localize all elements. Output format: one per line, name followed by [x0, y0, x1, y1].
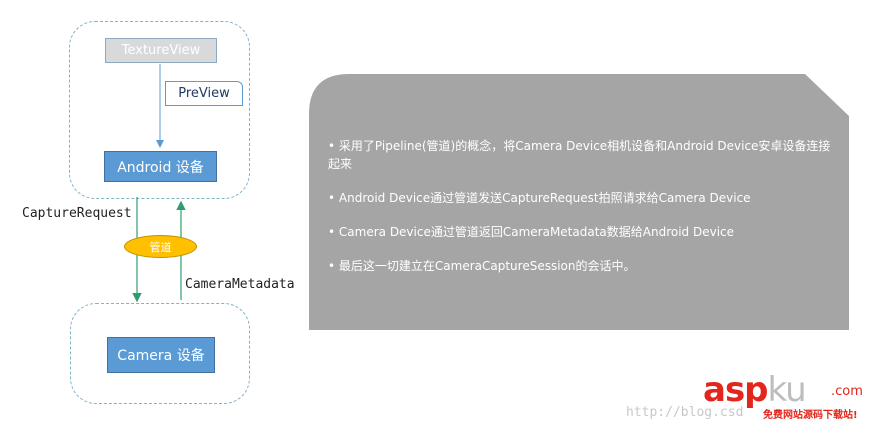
watermark-text: http://blog.csd [626, 405, 744, 420]
camera-frame [70, 303, 250, 404]
android-device-node: Android 设备 [104, 151, 217, 182]
android-frame [69, 21, 250, 199]
logo-com-text: .com [831, 384, 863, 399]
info-item: 采用了Pipeline(管道)的概念，将Camera Device相机设备和An… [328, 137, 833, 173]
logo-ku-text: ku [767, 370, 807, 410]
info-item: Camera Device通过管道返回CameraMetadata数据给Andr… [328, 223, 833, 241]
pipe-ellipse: 管道 [124, 235, 197, 258]
info-item: 最后这一切建立在CameraCaptureSession的会话中。 [328, 257, 833, 275]
texture-view-node: TextureView [105, 38, 217, 63]
logo-asp-text: asp [703, 370, 769, 410]
info-item: Android Device通过管道发送CaptureRequest拍照请求给C… [328, 189, 833, 207]
info-list: 采用了Pipeline(管道)的概念，将Camera Device相机设备和An… [328, 137, 833, 291]
camera-metadata-label: CameraMetadata [185, 277, 295, 292]
preview-label: PreView [165, 81, 243, 106]
logo-tagline: 免费网站源码下载站! [763, 410, 858, 421]
capture-request-label: CaptureRequest [22, 206, 132, 221]
camera-device-node: Camera 设备 [107, 337, 215, 373]
aspku-logo: aspku .com 免费网站源码下载站! [703, 370, 871, 421]
